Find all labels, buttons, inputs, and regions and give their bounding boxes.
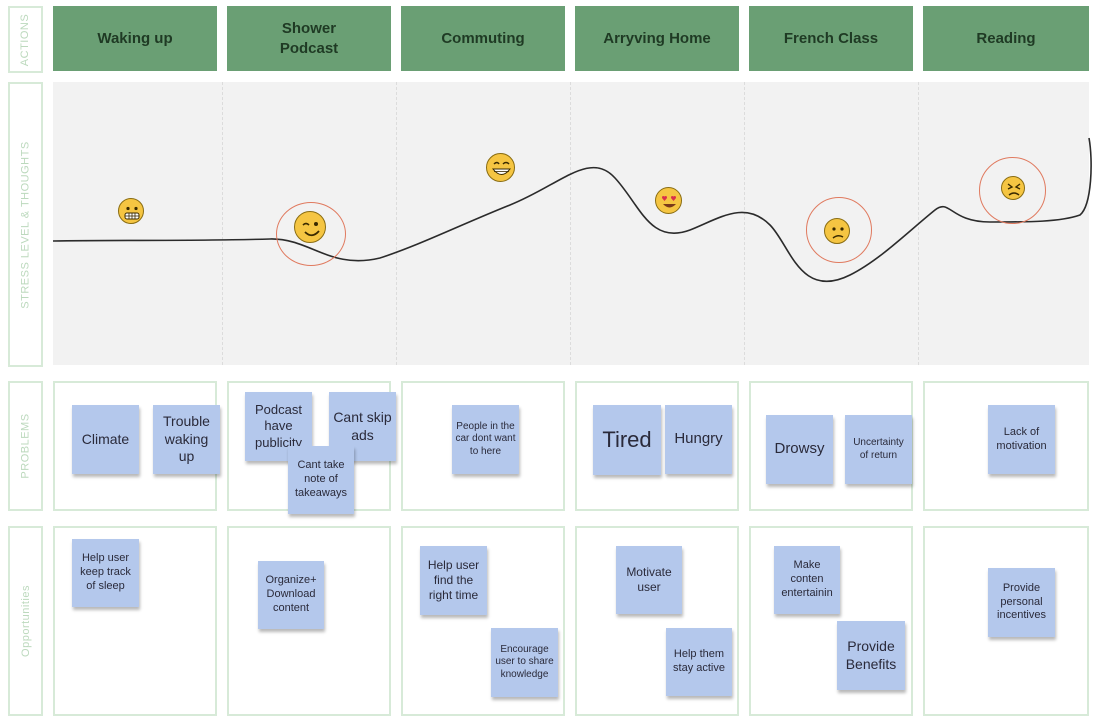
sticky-note[interactable]: Climate — [72, 405, 139, 474]
row-label-problems: PROBLEMS — [8, 381, 43, 511]
action-commuting: Commuting — [401, 6, 565, 71]
sticky-note[interactable]: Provide Benefits — [837, 621, 905, 690]
sticky-note[interactable]: Encourage user to share knowledge — [491, 628, 558, 697]
sticky-note[interactable]: Motivate user — [616, 546, 682, 614]
action-waking-up: Waking up — [53, 6, 217, 71]
sticky-note[interactable]: Help them stay active — [666, 628, 732, 696]
sticky-note[interactable]: Trouble waking up — [153, 405, 220, 474]
grinning-face-icon — [486, 153, 515, 182]
sticky-note[interactable]: Provide personal incentives — [988, 568, 1055, 637]
highlight-ring-reading — [979, 157, 1046, 224]
winking-face-icon — [294, 211, 326, 243]
column-divider — [744, 82, 745, 365]
action-label: Waking up — [97, 29, 173, 47]
sticky-note[interactable]: Uncertainty of return — [845, 415, 912, 484]
action-french-class: French Class — [749, 6, 913, 71]
action-arryving-home: Arryving Home — [575, 6, 739, 71]
action-reading: Reading — [923, 6, 1089, 71]
highlight-ring-shower — [276, 202, 346, 266]
sticky-note[interactable]: Tired — [593, 405, 661, 475]
sticky-note[interactable]: People in the car dont want to here — [452, 405, 519, 474]
grimacing-face-icon — [118, 198, 144, 224]
heart-eyes-face-icon — [655, 187, 682, 214]
action-label: Reading — [976, 29, 1036, 47]
row-label-opportunities: Opportunities — [8, 526, 43, 716]
column-divider — [570, 82, 571, 365]
sticky-note[interactable]: Drowsy — [766, 415, 833, 484]
sticky-note[interactable]: Lack of motivation — [988, 405, 1055, 474]
action-label: French Class — [783, 29, 879, 47]
column-divider — [222, 82, 223, 365]
action-label: Commuting — [441, 29, 525, 47]
highlight-ring-french — [806, 197, 872, 263]
tired-face-icon — [1001, 176, 1025, 200]
sticky-note[interactable]: Organize+ Download content — [258, 561, 324, 629]
column-divider — [396, 82, 397, 365]
action-shower-podcast: Shower Podcast — [227, 6, 391, 71]
row-label-actions: ACTIONS — [8, 6, 43, 73]
sticky-note[interactable]: Help user find the right time — [420, 546, 487, 615]
row-label-stress: STRESS LEVEL & THOUGHTS — [8, 82, 43, 367]
sticky-note[interactable]: Help user keep track of sleep — [72, 539, 139, 607]
stress-graph-area — [53, 82, 1089, 365]
action-label: Arryving Home — [603, 29, 711, 47]
sticky-note[interactable]: Make conten entertainin — [774, 546, 840, 614]
sticky-note[interactable]: Cant take note of takeaways — [288, 446, 354, 514]
action-label: Shower Podcast — [279, 19, 339, 57]
confused-face-icon — [824, 218, 850, 244]
sticky-note[interactable]: Hungry — [665, 405, 732, 474]
